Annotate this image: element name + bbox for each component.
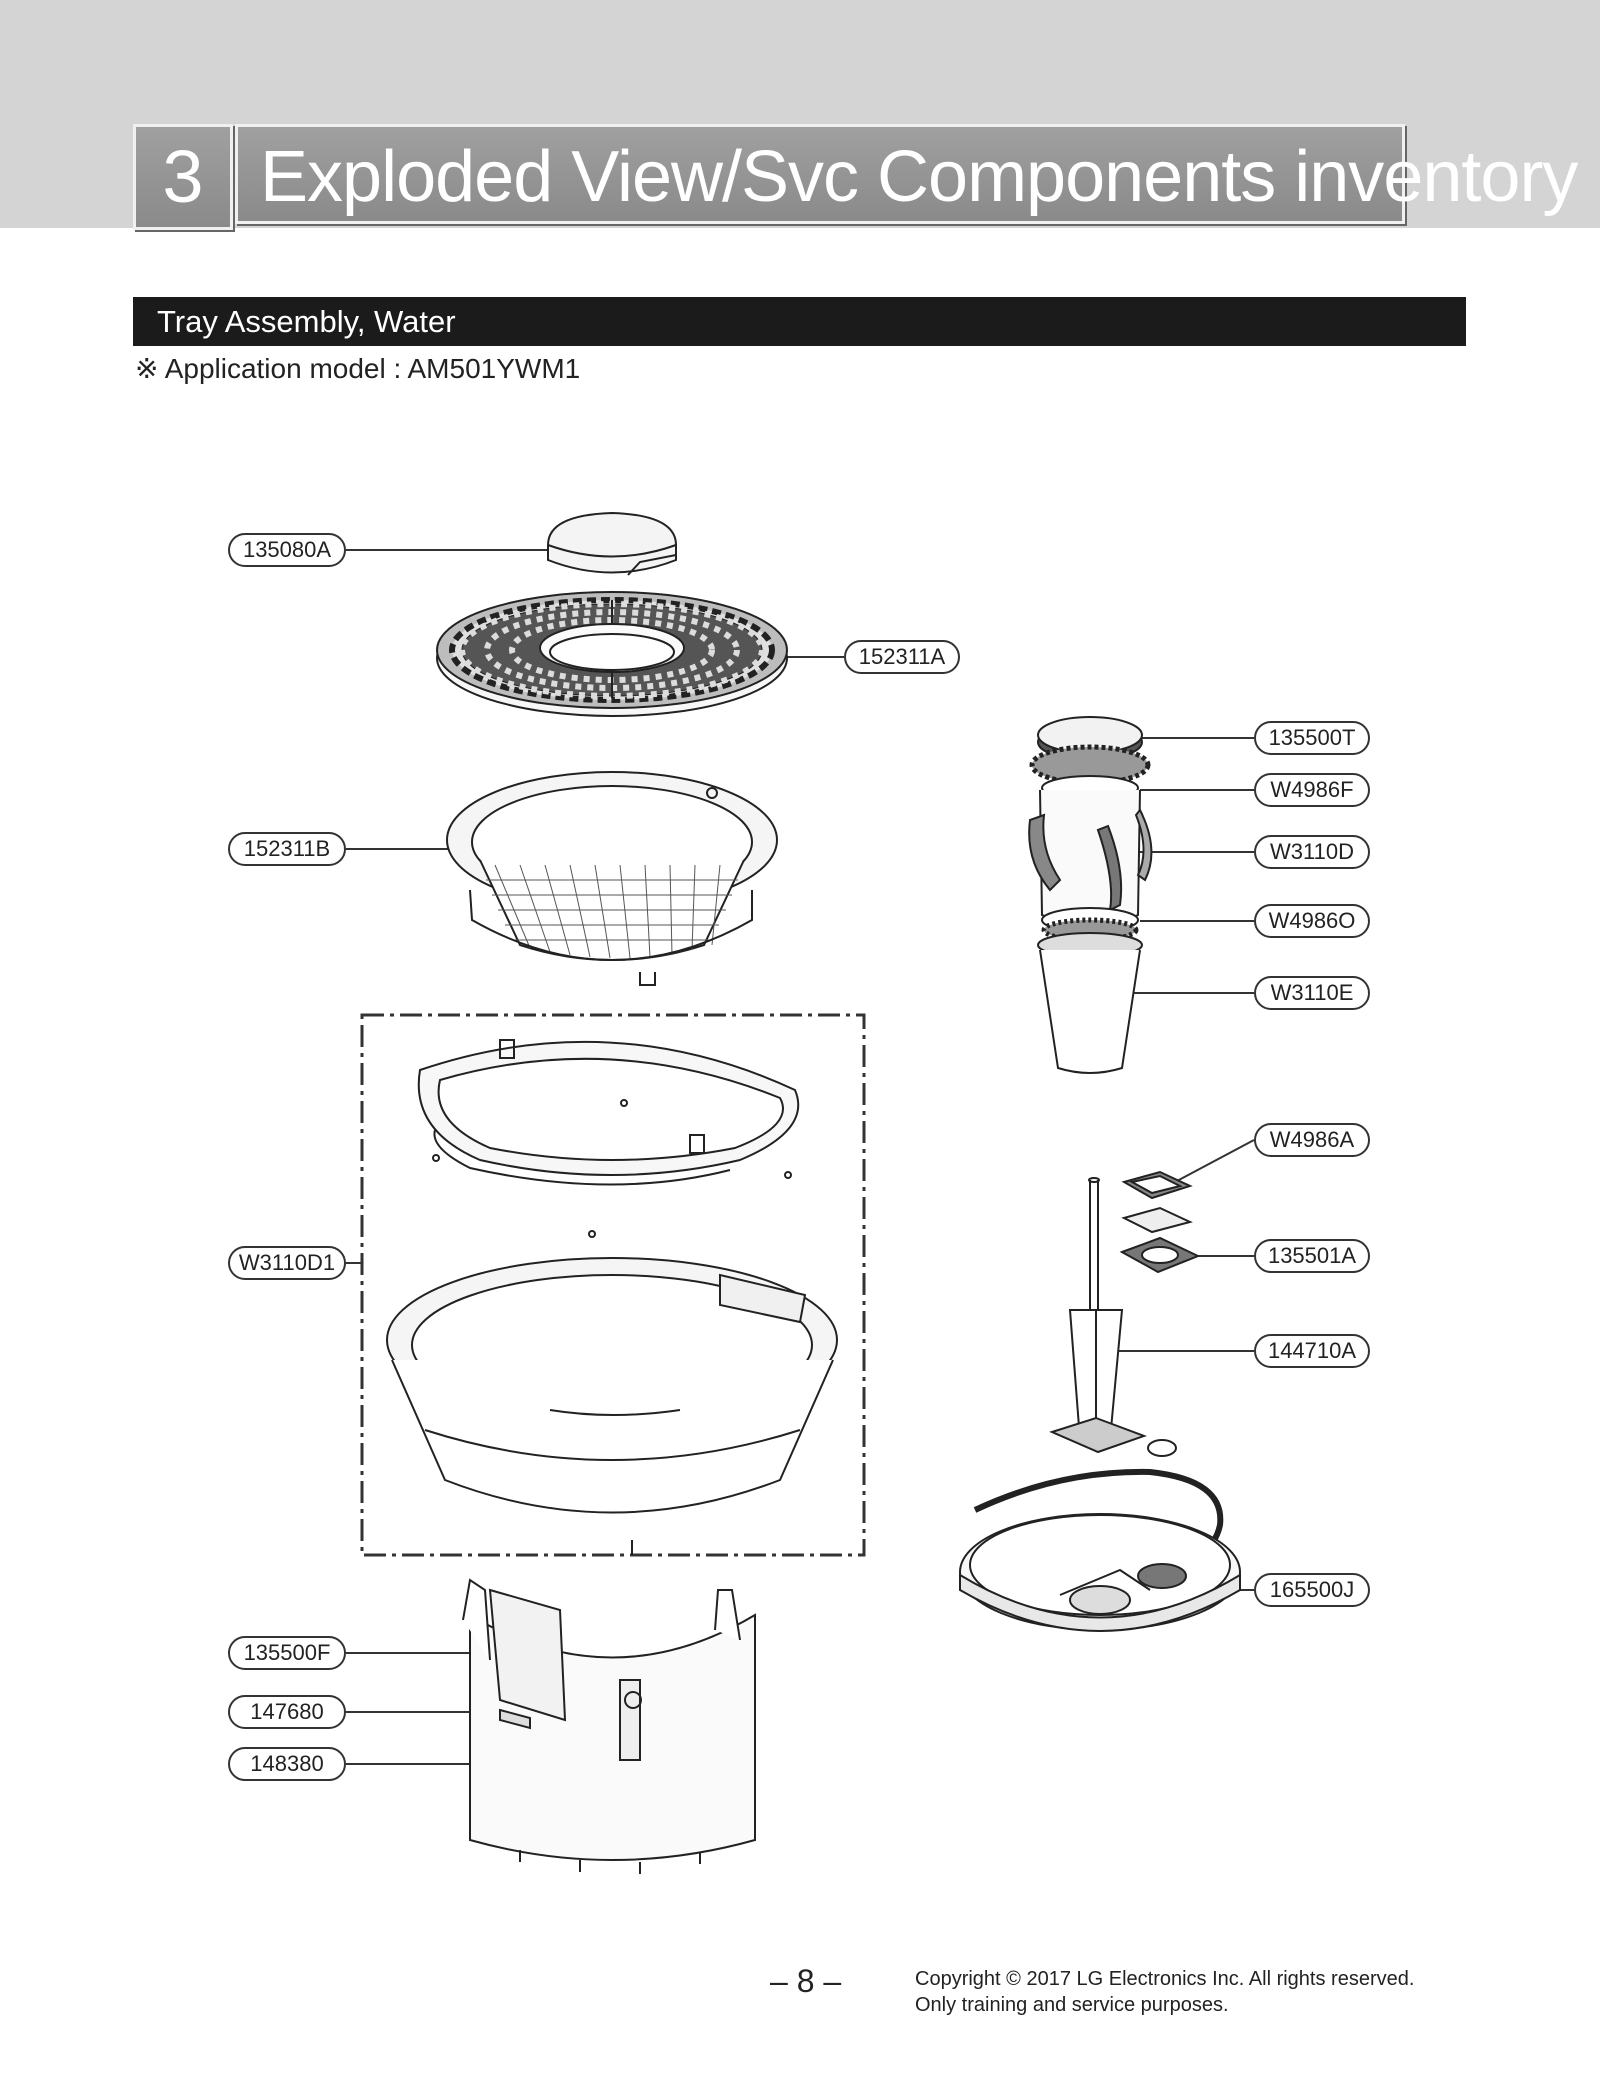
section-title: Tray Assembly, Water [133, 297, 1466, 346]
callout-W4986A: W4986A [1254, 1123, 1370, 1157]
callout-W3110D: W3110D [1254, 835, 1370, 869]
callout-152311A: 152311A [844, 640, 960, 674]
part-honeycomb-filter [436, 591, 788, 717]
part-cone-filter [1037, 932, 1143, 1074]
callout-165500J: 165500J [1254, 1573, 1370, 1607]
copyright-line-2: Only training and service purposes. [915, 1994, 1229, 2016]
part-top-ring [417, 1039, 800, 1238]
callout-135500T: 135500T [1254, 721, 1370, 755]
callout-148380: 148380 [228, 1747, 346, 1781]
callout-152311B: 152311B [228, 832, 346, 866]
callout-135500F: 135500F [228, 1636, 346, 1670]
application-model: ※ Application model : AM501YWM1 [135, 353, 581, 384]
part-base-housing [462, 1578, 756, 1874]
callout-144710A: 144710A [1254, 1334, 1370, 1368]
part-base-plate [959, 1468, 1241, 1632]
callout-W4986O: W4986O [1254, 904, 1370, 938]
callout-W4986F: W4986F [1254, 773, 1370, 807]
callout-147680: 147680 [228, 1695, 346, 1729]
copyright: Copyright © 2017 LG Electronics Inc. All… [915, 1966, 1414, 2018]
chapter-title: Exploded View/Svc Components inventory [235, 124, 1578, 224]
chapter-number: 3 [133, 124, 233, 230]
part-impeller-cap [1029, 716, 1151, 801]
part-mesh-basket [446, 771, 778, 986]
part-cap [547, 511, 677, 576]
assembly-boundary-W3110D1 [360, 1013, 866, 1557]
callout-135080A: 135080A [228, 533, 346, 567]
page-number: – 8 – [770, 1963, 842, 1999]
part-pipe-assembly [1049, 1170, 1201, 1457]
copyright-line-1: Copyright © 2017 LG Electronics Inc. All… [915, 1968, 1415, 1990]
callout-W3110E: W3110E [1254, 976, 1370, 1010]
callout-W3110D1: W3110D1 [228, 1246, 346, 1280]
part-impeller-body [1028, 789, 1153, 943]
callout-135501A: 135501A [1254, 1239, 1370, 1273]
part-water-tray [386, 1257, 838, 1555]
